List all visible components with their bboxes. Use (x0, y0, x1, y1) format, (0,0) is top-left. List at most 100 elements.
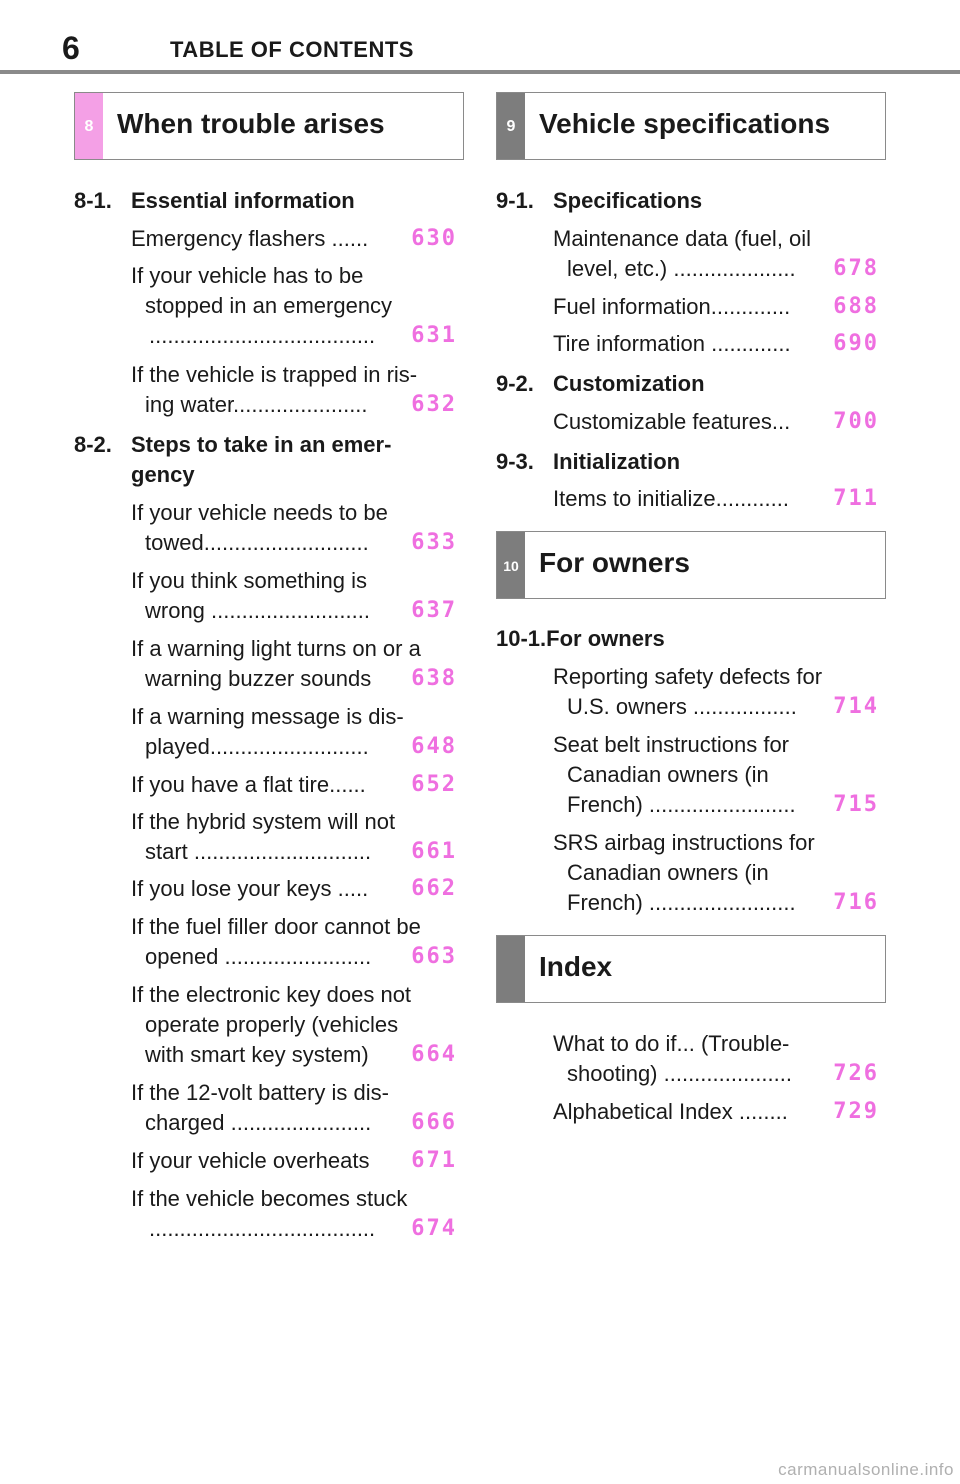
entry-text-cont: U.S. owners ................. (567, 694, 797, 719)
page-link[interactable]: 716 (833, 890, 879, 915)
section-tab: 10 (497, 532, 525, 598)
toc-entry[interactable]: If a warning message is dis- played.....… (131, 702, 457, 762)
toc-entry[interactable]: If your vehicle overheats 671 (131, 1146, 457, 1176)
page-link[interactable]: 663 (411, 944, 457, 969)
page-header: 6 TABLE OF CONTENTS (0, 0, 960, 74)
entry-text-cont: stopped in an emergency (145, 293, 393, 318)
subsection-8-1: 8-1.Essential information (74, 186, 355, 216)
entry-text: If a warning light turns on or a (131, 636, 421, 661)
page-link[interactable]: 674 (411, 1216, 457, 1241)
toc-entry[interactable]: What to do if... (Trouble- shooting) ...… (553, 1029, 879, 1089)
page-link[interactable]: 671 (411, 1148, 457, 1173)
entry-text-cont: opened ........................ (145, 944, 372, 969)
toc-entry[interactable]: Items to initialize............ 711 (553, 484, 879, 514)
toc-entry[interactable]: Tire information ............. 690 (553, 329, 879, 359)
page-link[interactable]: 638 (411, 666, 457, 691)
page-link[interactable]: 637 (411, 598, 457, 623)
entry-text-cont: start ............................. (145, 839, 372, 864)
section-tab: 8 (75, 93, 103, 159)
page-link[interactable]: 662 (411, 876, 457, 901)
entry-text-cont: Canadian owners (in (567, 762, 769, 787)
entry-text-cont: towed........................... (145, 530, 369, 555)
page-link[interactable]: 688 (833, 294, 879, 319)
entry-text: If your vehicle needs to be (131, 500, 388, 525)
page-link[interactable]: 715 (833, 792, 879, 817)
entry-text: If your vehicle overheats (131, 1148, 370, 1173)
toc-entry[interactable]: If the vehicle becomes stuck ...........… (131, 1184, 457, 1244)
page-link[interactable]: 666 (411, 1110, 457, 1135)
entry-text-cont: shooting) ..................... (567, 1061, 792, 1086)
subsection-title: Specifications (553, 188, 703, 213)
entry-text: Emergency flashers ...... (131, 226, 369, 251)
page-link[interactable]: 700 (833, 409, 879, 434)
toc-entry[interactable]: If a warning light turns on or a warning… (131, 634, 457, 694)
subsection-8-2: 8-2. Steps to take in an emer- (74, 430, 391, 460)
watermark: carmanualsonline.info (778, 1460, 954, 1479)
entry-text-cont: played.......................... (145, 734, 369, 759)
toc-entry[interactable]: If your vehicle needs to be towed.......… (131, 498, 457, 558)
entry-text-cont: ing water...................... (145, 392, 368, 417)
page-link[interactable]: 632 (411, 392, 457, 417)
page-link[interactable]: 633 (411, 530, 457, 555)
section-number: 10 (503, 558, 519, 574)
entry-dots: ..................................... (149, 323, 376, 348)
toc-entry[interactable]: If you think something is wrong ........… (131, 566, 457, 626)
entry-text: If the vehicle becomes stuck (131, 1186, 408, 1211)
toc-entry[interactable]: Alphabetical Index ........ 729 (553, 1097, 879, 1127)
toc-entry[interactable]: Maintenance data (fuel, oil level, etc.)… (553, 224, 879, 284)
page-link[interactable]: 631 (411, 323, 457, 348)
index-section-header[interactable]: Index (496, 935, 886, 1003)
toc-entry[interactable]: Reporting safety defects for U.S. owners… (553, 662, 879, 722)
toc-entry[interactable]: Emergency flashers ...... 630 (131, 224, 457, 254)
page-link[interactable]: 711 (833, 486, 879, 511)
section-tab: 9 (497, 93, 525, 159)
section-number: 8 (84, 118, 94, 135)
toc-entry[interactable]: Seat belt instructions for Canadian owne… (553, 730, 879, 820)
entry-text-cont: charged ....................... (145, 1110, 372, 1135)
section-title: Vehicle specifications (539, 108, 831, 139)
entry-text: What to do if... (Trouble- (553, 1031, 790, 1056)
toc-entry[interactable]: Customizable features... 700 (553, 407, 879, 437)
section-9-header[interactable]: 9 Vehicle specifications (496, 92, 886, 160)
toc-entry[interactable]: If your vehicle has to be stopped in an … (131, 261, 457, 351)
toc-entry[interactable]: If you have a flat tire...... 652 (131, 770, 457, 800)
page-link[interactable]: 630 (411, 226, 457, 251)
section-10-header[interactable]: 10 For owners (496, 531, 886, 599)
entry-text-cont: warning buzzer sounds (145, 666, 372, 691)
entry-text: If the hybrid system will not (131, 809, 396, 834)
entry-text: If the electronic key does not (131, 982, 412, 1007)
toc-entry[interactable]: If the hybrid system will not start ....… (131, 807, 457, 867)
entry-text: If you lose your keys ..... (131, 876, 369, 901)
page-link[interactable]: 648 (411, 734, 457, 759)
page-link[interactable]: 661 (411, 839, 457, 864)
toc-entry[interactable]: If the vehicle is trapped in ris- ing wa… (131, 360, 457, 420)
toc-entry[interactable]: If the 12-volt battery is dis- charged .… (131, 1078, 457, 1138)
toc-entry[interactable]: SRS airbag instructions for Canadian own… (553, 828, 879, 918)
entry-text: Seat belt instructions for (553, 732, 790, 757)
entry-text: If a warning message is dis- (131, 704, 404, 729)
subsection-title: Steps to take in an emer- (131, 432, 392, 457)
toc-entry[interactable]: If the electronic key does not operate p… (131, 980, 457, 1070)
subsection-code: 9-2. (496, 371, 534, 396)
page-link[interactable]: 729 (833, 1099, 879, 1124)
page-link[interactable]: 690 (833, 331, 879, 356)
entry-text-cont: operate properly (vehicles (145, 1012, 399, 1037)
toc-entry[interactable]: If you lose your keys ..... 662 (131, 874, 457, 904)
entry-text: If the vehicle is trapped in ris- (131, 362, 418, 387)
subsection-code: 8-2. (74, 432, 112, 457)
entry-text: Maintenance data (fuel, oil (553, 226, 812, 251)
section-title: Index (539, 951, 613, 982)
page-link[interactable]: 664 (411, 1042, 457, 1067)
entry-text: Items to initialize............ (553, 486, 789, 511)
page-link[interactable]: 652 (411, 772, 457, 797)
entry-text: Alphabetical Index ........ (553, 1099, 788, 1124)
toc-entry[interactable]: If the fuel filler door cannot be opened… (131, 912, 457, 972)
page-link[interactable]: 678 (833, 256, 879, 281)
toc-entry[interactable]: Fuel information............. 688 (553, 292, 879, 322)
subsection-code: 9-3. (496, 449, 534, 474)
page-link[interactable]: 714 (833, 694, 879, 719)
entry-text: If the fuel filler door cannot be (131, 914, 421, 939)
section-8-header[interactable]: 8 When trouble arises (74, 92, 464, 160)
page-link[interactable]: 726 (833, 1061, 879, 1086)
header-rule (0, 70, 960, 74)
